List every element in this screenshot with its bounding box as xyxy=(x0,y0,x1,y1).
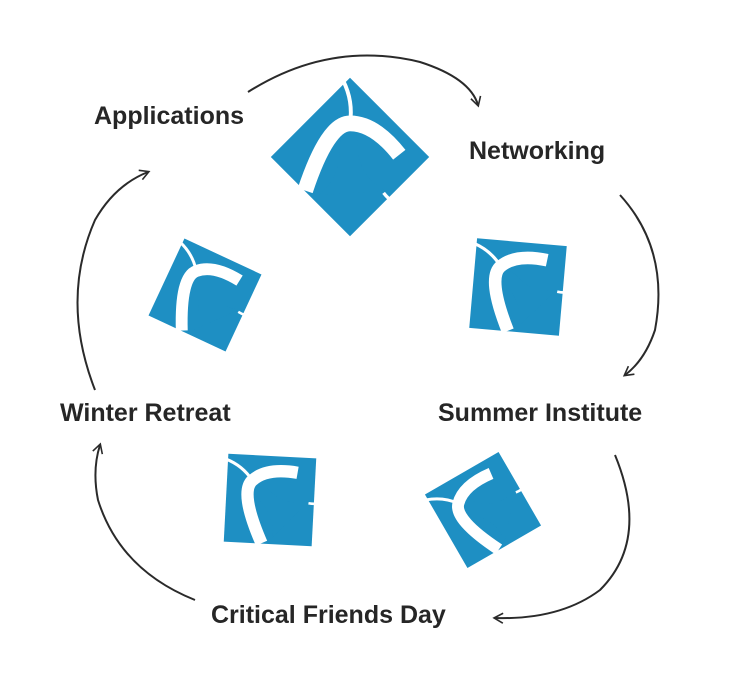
arrow-applications-to-networking xyxy=(247,54,482,108)
logo-icon-networking xyxy=(428,197,607,376)
logo-icon-summer-institute xyxy=(409,436,556,583)
stage-label-networking: Networking xyxy=(469,137,606,165)
stage-label-winter-retreat: Winter Retreat xyxy=(60,399,231,427)
stage-label-applications: Applications xyxy=(94,102,245,130)
logo-icon-applications xyxy=(271,78,429,236)
stage-label-summer-institute: Summer Institute xyxy=(438,399,643,427)
arrow-critical-to-winter xyxy=(92,442,196,601)
arrow-summer-to-critical xyxy=(492,454,631,624)
arrow-winter-to-applications xyxy=(76,169,151,391)
logo-icon-winter-retreat xyxy=(128,218,282,372)
arrow-networking-to-summer xyxy=(619,194,660,377)
stage-label-critical-friends-day: Critical Friends Day xyxy=(211,601,446,629)
logo-icon-critical-friends xyxy=(182,412,358,588)
